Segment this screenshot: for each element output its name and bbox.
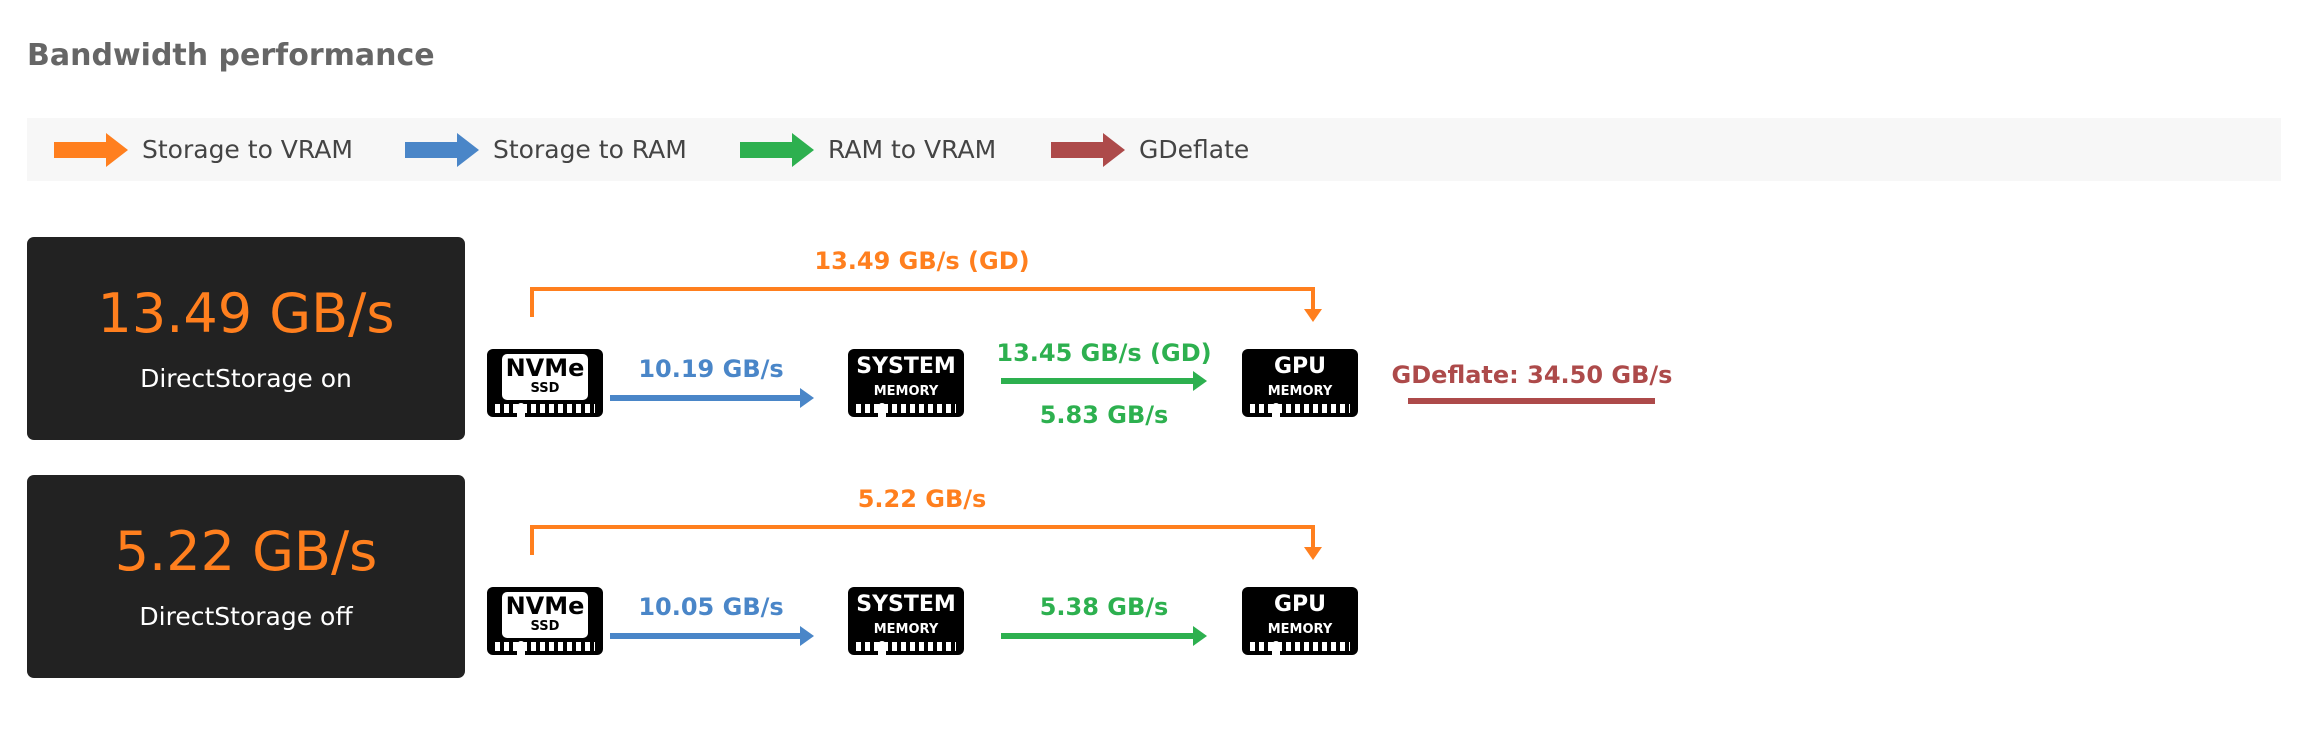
system-text: SYSTEM	[856, 592, 956, 617]
system-text: SYSTEM	[856, 354, 956, 379]
nvme-text: NVMe	[505, 592, 585, 620]
memory-text: MEMORY	[1267, 622, 1333, 637]
page-title: Bandwidth performance	[27, 38, 435, 73]
total-bandwidth: 13.49 GB/s	[97, 282, 395, 346]
blue-arrow	[610, 633, 802, 639]
ram-to-vram-value: 5.83 GB/s	[1039, 401, 1169, 429]
orange-arrow-icon	[54, 132, 128, 167]
memory-text: MEMORY	[873, 622, 939, 637]
green-arrowhead-icon	[1193, 371, 1207, 391]
storage-to-vram-value: 13.49 GB/s (GD)	[814, 247, 1030, 275]
system-memory-icon: SYSTEM MEMORY	[848, 587, 964, 655]
blue-arrowhead-icon	[800, 388, 814, 408]
blue-arrowhead-icon	[800, 626, 814, 646]
legend-label: RAM to VRAM	[828, 135, 997, 164]
green-arrow	[1001, 633, 1195, 639]
memory-text: MEMORY	[1267, 384, 1333, 399]
ssd-text: SSD	[530, 381, 560, 396]
storage-to-vram-value: 5.22 GB/s	[857, 485, 987, 513]
gpu-memory-icon: GPU MEMORY	[1242, 349, 1358, 417]
ram-to-vram-value: 5.38 GB/s	[1039, 593, 1169, 621]
nvme-text: NVMe	[505, 354, 585, 382]
bracket-right	[1311, 525, 1315, 549]
ssd-text: SSD	[530, 619, 560, 634]
storage-to-ram-value: 10.19 GB/s	[638, 355, 784, 383]
legend-ram-to-vram: RAM to VRAM	[740, 118, 996, 181]
orange-arrowhead-icon	[1304, 309, 1322, 322]
memory-text: MEMORY	[873, 384, 939, 399]
bracket-top	[530, 525, 1315, 529]
bracket-top	[530, 287, 1315, 291]
legend-label: GDeflate	[1139, 135, 1250, 164]
legend-storage-to-ram: Storage to RAM	[405, 118, 687, 181]
legend-storage-to-vram: Storage to VRAM	[54, 118, 353, 181]
bracket-left	[530, 525, 534, 555]
row-directstorage-off: 5.22 GB/s DirectStorage off 5.22 GB/s NV…	[0, 475, 2304, 680]
gdeflate-value: GDeflate: 34.50 GB/s	[1391, 361, 1673, 389]
summary-card: 5.22 GB/s DirectStorage off	[27, 475, 465, 678]
red-arrow-icon	[1051, 132, 1125, 167]
ram-to-vram-gd-value: 13.45 GB/s (GD)	[996, 339, 1212, 367]
mode-label: DirectStorage on	[140, 363, 352, 393]
green-arrow	[1001, 378, 1195, 384]
storage-to-ram-value: 10.05 GB/s	[638, 593, 784, 621]
total-bandwidth: 5.22 GB/s	[114, 520, 378, 584]
bracket-right	[1311, 287, 1315, 311]
gpu-text: GPU	[1273, 354, 1327, 379]
legend: Storage to VRAM Storage to RAM RAM to VR…	[27, 118, 2281, 181]
orange-arrowhead-icon	[1304, 547, 1322, 560]
bracket-left	[530, 287, 534, 317]
green-arrowhead-icon	[1193, 626, 1207, 646]
legend-label: Storage to VRAM	[142, 135, 353, 164]
blue-arrow	[610, 395, 802, 401]
legend-gdeflate: GDeflate	[1051, 118, 1249, 181]
row-directstorage-on: 13.49 GB/s DirectStorage on 13.49 GB/s (…	[0, 237, 2304, 442]
legend-label: Storage to RAM	[493, 135, 687, 164]
mode-label: DirectStorage off	[139, 601, 353, 631]
gpu-text: GPU	[1273, 592, 1327, 617]
summary-card: 13.49 GB/s DirectStorage on	[27, 237, 465, 440]
green-arrow-icon	[740, 132, 814, 167]
gpu-memory-icon: GPU MEMORY	[1242, 587, 1358, 655]
blue-arrow-icon	[405, 132, 479, 167]
system-memory-icon: SYSTEM MEMORY	[848, 349, 964, 417]
gdeflate-underline	[1408, 398, 1655, 404]
